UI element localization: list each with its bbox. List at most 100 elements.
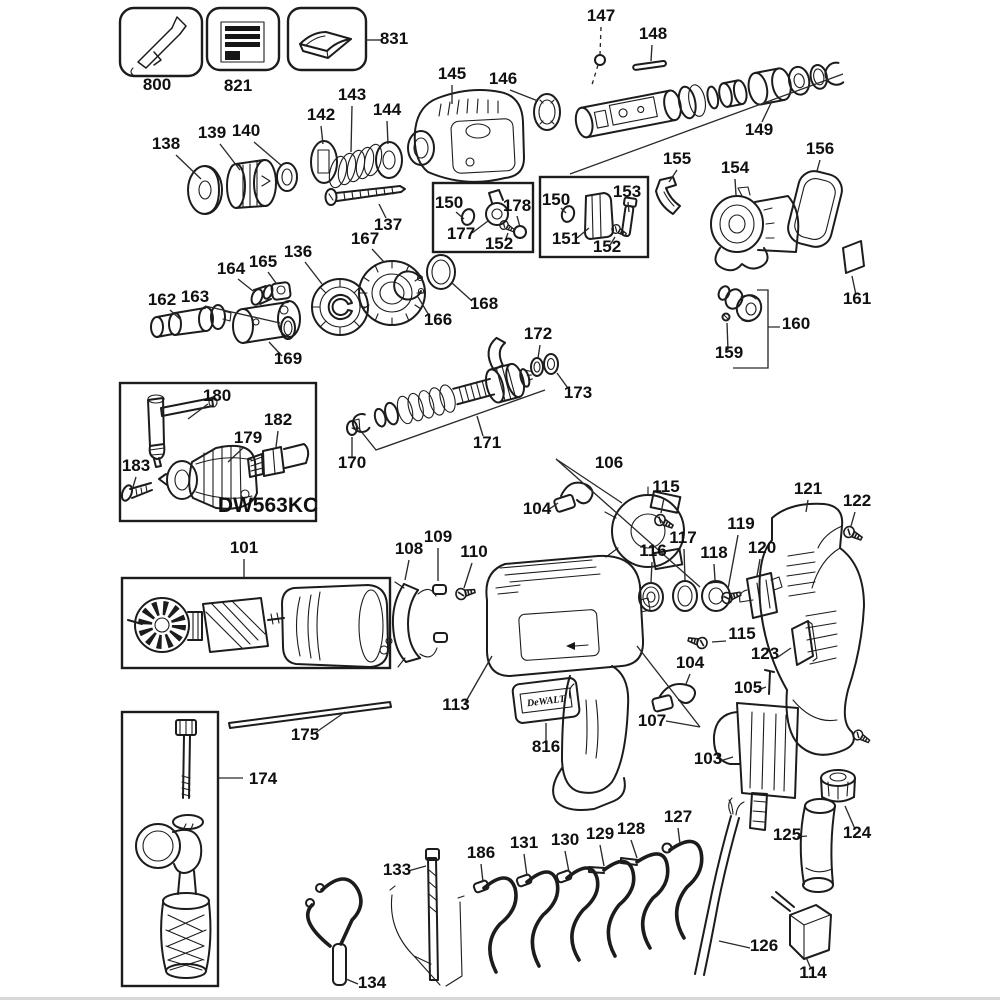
brand-logo-text: DeWALT	[525, 694, 566, 710]
part-label-170: 170	[338, 453, 366, 472]
part-label-152: 152	[593, 237, 621, 256]
model-code-label: DW563KC	[218, 494, 318, 517]
part-103-switch	[712, 702, 799, 831]
part-122-screw	[841, 523, 865, 545]
part-126-power-cord	[694, 797, 745, 976]
part-label-175: 175	[291, 725, 319, 744]
page-bottom-edge	[0, 997, 1000, 1000]
part-label-115: 115	[652, 477, 679, 496]
part-label-134: 134	[358, 973, 387, 992]
part-142-seal	[310, 140, 338, 184]
part-label-164: 164	[217, 259, 246, 278]
part-label-104: 104	[676, 653, 705, 672]
part-label-160: 160	[782, 314, 810, 333]
kit-box-800	[118, 6, 204, 78]
part-label-161: 161	[843, 289, 871, 308]
part-label-121: 121	[794, 479, 822, 498]
part-label-109: 109	[424, 527, 452, 546]
part-label-177: 177	[447, 224, 475, 243]
part-113-motor-housing	[485, 554, 651, 811]
part-156-gasket	[787, 170, 843, 248]
part-label-136: 136	[284, 242, 312, 261]
subassembly-box-151	[538, 175, 650, 259]
part-label-186: 186	[467, 843, 495, 862]
part-label-148: 148	[639, 24, 667, 43]
part-label-126: 126	[750, 936, 778, 955]
part-label-816: 816	[532, 737, 560, 756]
part-label-124: 124	[843, 823, 872, 842]
part-label-153: 153	[613, 182, 641, 201]
part-179-chuck	[158, 444, 258, 510]
part-label-147: 147	[587, 6, 615, 25]
part-159-screw	[721, 312, 731, 322]
side-handle-box-174	[120, 710, 220, 988]
part-label-115: 115	[728, 624, 755, 643]
part-label-104: 104	[523, 499, 552, 518]
part-155-clip	[655, 176, 681, 215]
drill-tool-icon	[130, 16, 187, 76]
part-129-wire	[588, 859, 636, 958]
part-label-138: 138	[152, 134, 180, 153]
part-125-cord-protector	[799, 798, 836, 893]
part-127-wire	[661, 839, 704, 940]
part-label-183: 183	[122, 456, 150, 475]
part-label-155: 155	[663, 149, 691, 168]
part-118-bearing	[701, 580, 731, 612]
part-label-133: 133	[383, 860, 411, 879]
part-161-plate	[842, 240, 865, 274]
part-173-washer	[543, 353, 559, 375]
part-115-screw-lower	[686, 633, 710, 651]
part-label-118: 118	[700, 543, 727, 562]
part-138-cap	[187, 165, 223, 215]
part-label-166: 166	[424, 310, 452, 329]
chuck-kit-box: DW563KC	[118, 381, 318, 523]
part-label-125: 125	[773, 825, 801, 844]
part-label-146: 146	[489, 69, 517, 88]
part-label-101: 101	[230, 538, 258, 557]
part-label-156: 156	[806, 139, 834, 158]
part-label-151: 151	[552, 229, 580, 248]
part-171-shaft-assembly	[351, 336, 533, 433]
part-168-ring	[426, 254, 456, 290]
part-114-plug	[771, 891, 832, 960]
part-816-brand-sticker: DeWALT	[511, 677, 581, 724]
part-label-169: 169	[274, 349, 302, 368]
part-123-block	[791, 620, 818, 666]
part-128-wire	[620, 852, 670, 950]
part-label-128: 128	[617, 819, 645, 838]
part-label-143: 143	[338, 85, 366, 104]
part-label-105: 105	[734, 678, 762, 697]
kit-box-821	[205, 6, 281, 72]
part-label-154: 154	[721, 158, 750, 177]
part-label-172: 172	[524, 324, 552, 343]
part-label-168: 168	[470, 294, 498, 313]
part-183-screw	[120, 482, 153, 502]
part-label-173: 173	[564, 383, 592, 402]
part-label-165: 165	[249, 252, 277, 271]
part-182-adapter	[247, 443, 310, 478]
part-110-screw	[454, 584, 477, 602]
part-label-123: 123	[751, 644, 779, 663]
part-label-110: 110	[460, 542, 487, 561]
label-sticker-icon	[220, 21, 265, 63]
part-label-140: 140	[232, 121, 260, 140]
part-label-137: 137	[374, 215, 402, 234]
part-106-brush-assembly	[604, 486, 685, 571]
part-116-washer	[638, 582, 664, 612]
part-148-pin	[632, 59, 667, 71]
part-label-821: 821	[224, 76, 252, 95]
part-167-clutch-ring	[358, 260, 426, 326]
part-117-washer	[672, 580, 698, 612]
part-140-washer	[276, 162, 298, 192]
part-label-119: 119	[727, 514, 754, 533]
part-label-831: 831	[380, 29, 408, 48]
part-169-sleeve	[232, 300, 301, 344]
part-label-122: 122	[843, 491, 871, 510]
part-143-spring	[328, 143, 383, 189]
part-label-162: 162	[148, 290, 176, 309]
subassembly-box-177	[431, 181, 535, 254]
part-146-ring	[533, 93, 561, 131]
part-105-pin	[764, 669, 775, 695]
